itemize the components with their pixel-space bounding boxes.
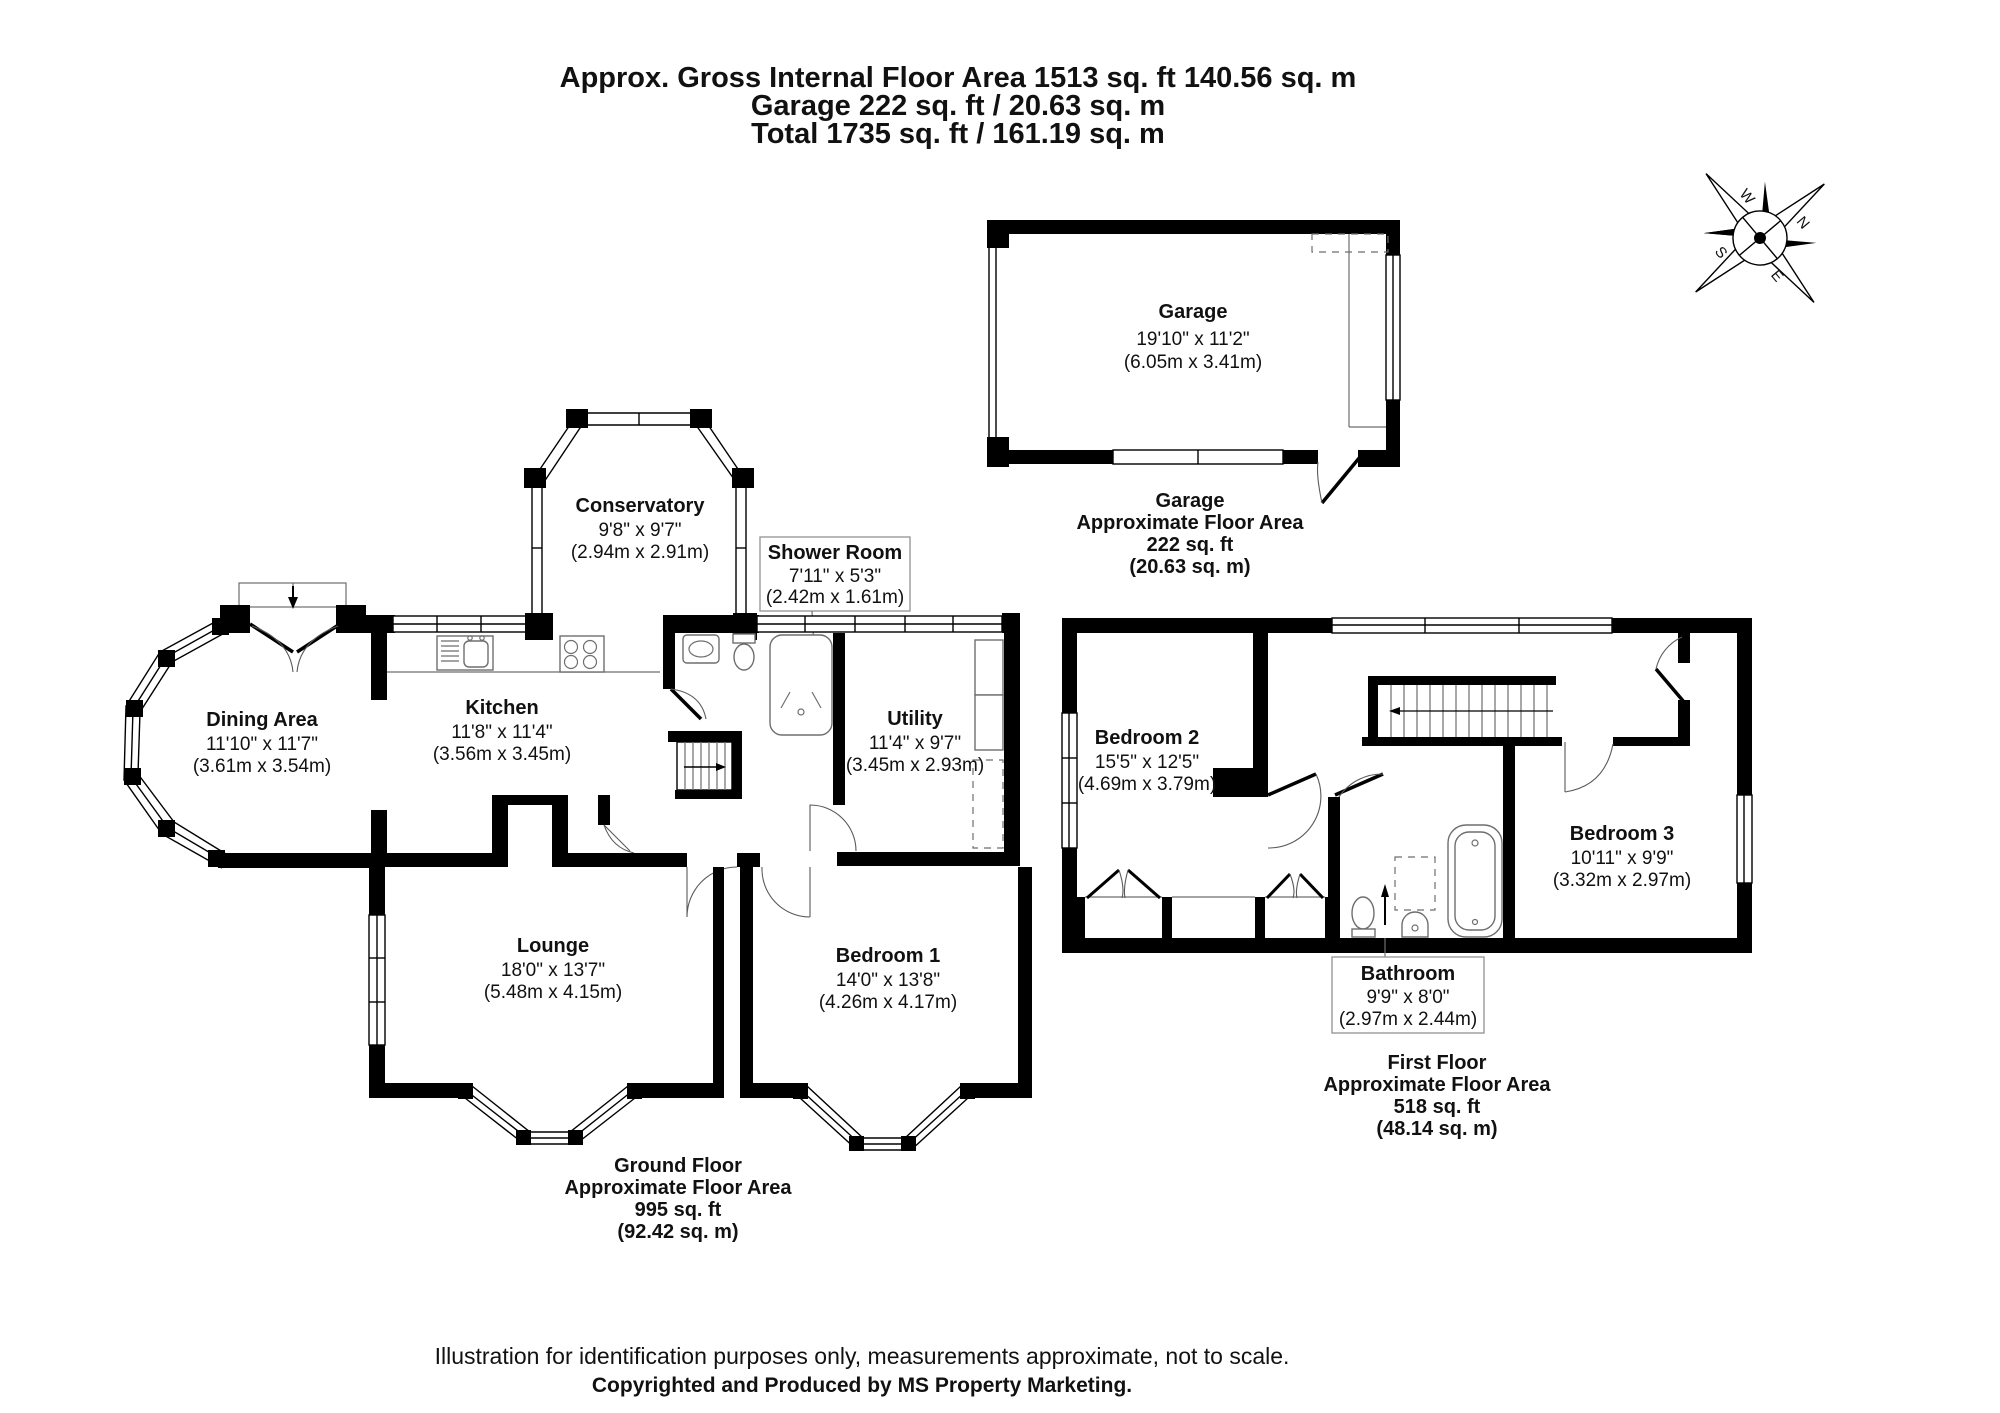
room-label-shower-room: Shower Room [768, 542, 902, 564]
room-label-bedroom1: Bedroom 1 [836, 945, 940, 967]
title-line-2: Garage 222 sq. ft / 20.63 sq. m [751, 90, 1165, 122]
first-floor-plan: Bedroom 2 15'5" x 12'5" (4.69m x 3.79m) … [1061, 617, 1753, 1140]
room-label-dining: Dining Area [206, 709, 318, 731]
room-dims-utility-imperial: 11'4" x 9'7" [869, 733, 961, 754]
bedroom3-upper-door-leaf [1654, 667, 1686, 704]
room-dims-bedroom1-imperial: 14'0" x 13'8" [836, 970, 940, 991]
garage-area-line-2: Approximate Floor Area [1076, 512, 1304, 534]
room-label-utility: Utility [887, 708, 943, 730]
closet1-door-right [1127, 868, 1161, 900]
lounge-door [686, 866, 738, 918]
garage-area-line-3: 222 sq. ft [1147, 534, 1234, 556]
room-dims-dining-imperial: 11'10" x 11'7" [206, 734, 318, 755]
garage-area-line-4: (20.63 sq. m) [1129, 556, 1250, 578]
title-block: Approx. Gross Internal Floor Area 1513 s… [560, 62, 1357, 150]
garage-area-line-1: Garage [1156, 490, 1225, 512]
first-floor-area-line-2: Approximate Floor Area [1323, 1074, 1551, 1096]
room-label-bathroom: Bathroom [1361, 963, 1455, 985]
room-dims-kitchen-metric: (3.56m x 3.45m) [433, 744, 571, 765]
ground-floor-area-line-2: Approximate Floor Area [564, 1177, 792, 1199]
ground-floor-area-line-4: (92.42 sq. m) [617, 1221, 738, 1243]
room-dims-conservatory-imperial: 9'8" x 9'7" [598, 520, 681, 541]
room-label-lounge: Lounge [517, 935, 589, 957]
room-label-kitchen: Kitchen [465, 697, 538, 719]
first-floor-area-line-4: (48.14 sq. m) [1376, 1118, 1497, 1140]
title-line-3: Total 1735 sq. ft / 161.19 sq. m [751, 118, 1165, 150]
entry-door-leaf-right [296, 622, 341, 654]
room-dims-bedroom2-imperial: 15'5" x 12'5" [1095, 752, 1199, 773]
room-dims-garage-metric: (6.05m x 3.41m) [1124, 352, 1262, 373]
room-dims-conservatory-metric: (2.94m x 2.91m) [571, 542, 709, 563]
room-dims-utility-metric: (3.45m x 2.93m) [846, 755, 984, 776]
room-dims-dining-metric: (3.61m x 3.54m) [193, 756, 331, 777]
room-dims-bedroom2-metric: (4.69m x 3.79m) [1078, 774, 1216, 795]
room-dims-shower-imperial: 7'11" x 5'3" [789, 566, 881, 587]
closet2-door-left [1265, 872, 1292, 900]
stairs-down-arrow-first [1389, 707, 1400, 715]
room-label-bedroom3: Bedroom 3 [1570, 823, 1674, 845]
entry-door-leaf-left [249, 622, 294, 654]
ground-floor-plan: Dining Area 11'10" x 11'7" (3.61m x 3.54… [123, 582, 1032, 1243]
room-label-bedroom2: Bedroom 2 [1095, 727, 1199, 749]
room-dims-bedroom1-metric: (4.26m x 4.17m) [819, 992, 957, 1013]
bedroom3-door [1564, 742, 1614, 793]
bedroom2-door-leaf [1267, 772, 1317, 797]
first-floor-area-line-3: 518 sq. ft [1394, 1096, 1481, 1118]
closet2-door-right [1298, 872, 1325, 900]
room-dims-garage-imperial: 19'10" x 11'2" [1136, 329, 1249, 350]
footer-line-1: Illustration for identification purposes… [435, 1343, 1290, 1369]
compass-n-label: N [1793, 213, 1813, 232]
stairs-up-arrow-ground [716, 763, 726, 771]
first-floor-area-block: First Floor Approximate Floor Area 518 s… [1323, 1052, 1551, 1140]
room-dims-bedroom3-imperial: 10'11" x 9'9" [1571, 848, 1674, 869]
garage-area-block: Garage Approximate Floor Area 222 sq. ft… [1076, 490, 1304, 578]
footer-disclaimer: Illustration for identification purposes… [435, 1343, 1290, 1397]
conservatory-plan: Conservatory 9'8" x 9'7" (2.94m x 2.91m) [524, 409, 754, 615]
room-label-garage: Garage [1159, 301, 1228, 323]
compass-e-label: E [1767, 267, 1786, 286]
room-dims-bathroom-imperial: 9'9" x 8'0" [1366, 987, 1449, 1008]
room-dims-bedroom3-metric: (3.32m x 2.97m) [1553, 870, 1691, 891]
shower-room-callout: Shower Room 7'11" x 5'3" (2.42m x 1.61m) [759, 536, 911, 669]
room-label-conservatory: Conservatory [576, 495, 706, 517]
room-dims-bathroom-metric: (2.97m x 2.44m) [1339, 1009, 1477, 1030]
footer-line-2: Copyrighted and Produced by MS Property … [592, 1374, 1132, 1397]
shower-room-door-leaf [669, 687, 703, 721]
bathroom-callout: Bathroom 9'9" x 8'0" (2.97m x 2.44m) [1331, 938, 1485, 1034]
entrance-arrow [288, 597, 298, 609]
ground-floor-area-block: Ground Floor Approximate Floor Area 995 … [564, 1155, 792, 1243]
room-dims-lounge-imperial: 18'0" x 13'7" [501, 960, 605, 981]
first-floor-area-line-1: First Floor [1388, 1052, 1487, 1074]
title-line-1: Approx. Gross Internal Floor Area 1513 s… [560, 62, 1357, 94]
garage-plan: Garage 19'10" x 11'2" (6.05m x 3.41m) Ga… [987, 220, 1401, 578]
room-dims-shower-metric: (2.42m x 1.61m) [766, 587, 904, 608]
room-dims-lounge-metric: (5.48m x 4.15m) [484, 982, 622, 1003]
bathroom-up-arrow [1381, 884, 1389, 897]
closet1-door-left [1086, 868, 1120, 900]
room-dims-kitchen-imperial: 11'8" x 11'4" [451, 722, 552, 743]
garage-door-leaf [1320, 455, 1362, 505]
ground-floor-area-line-1: Ground Floor [614, 1155, 742, 1177]
compass-rose-icon: N E S W [1695, 173, 1825, 303]
bedroom1-door [761, 866, 811, 918]
ground-floor-area-line-3: 995 sq. ft [635, 1199, 722, 1221]
